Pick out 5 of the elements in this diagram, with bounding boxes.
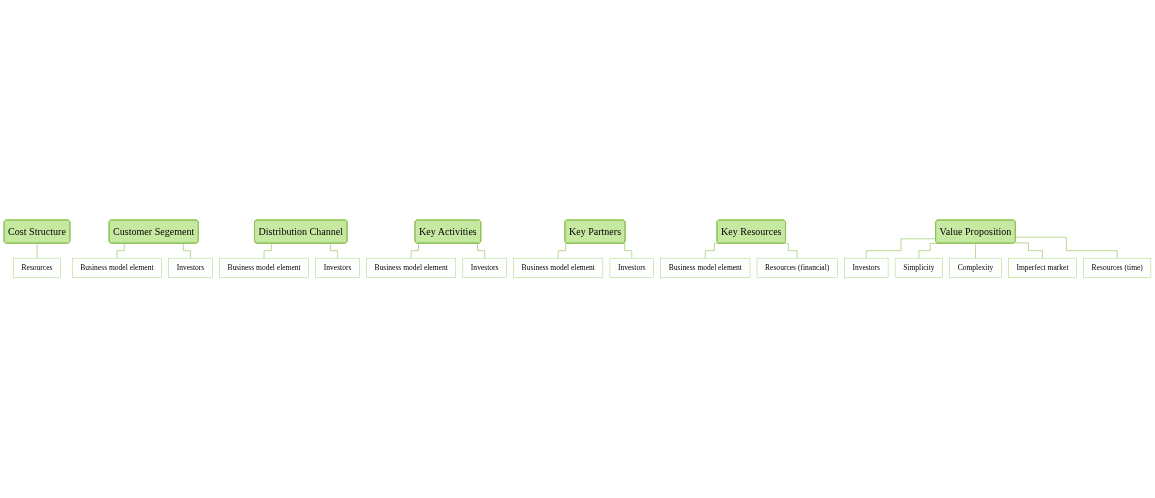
connector: [36, 243, 38, 259]
connector: [865, 238, 937, 259]
connector: [1015, 237, 1118, 259]
connector: [975, 243, 976, 259]
connector: [1014, 242, 1043, 259]
